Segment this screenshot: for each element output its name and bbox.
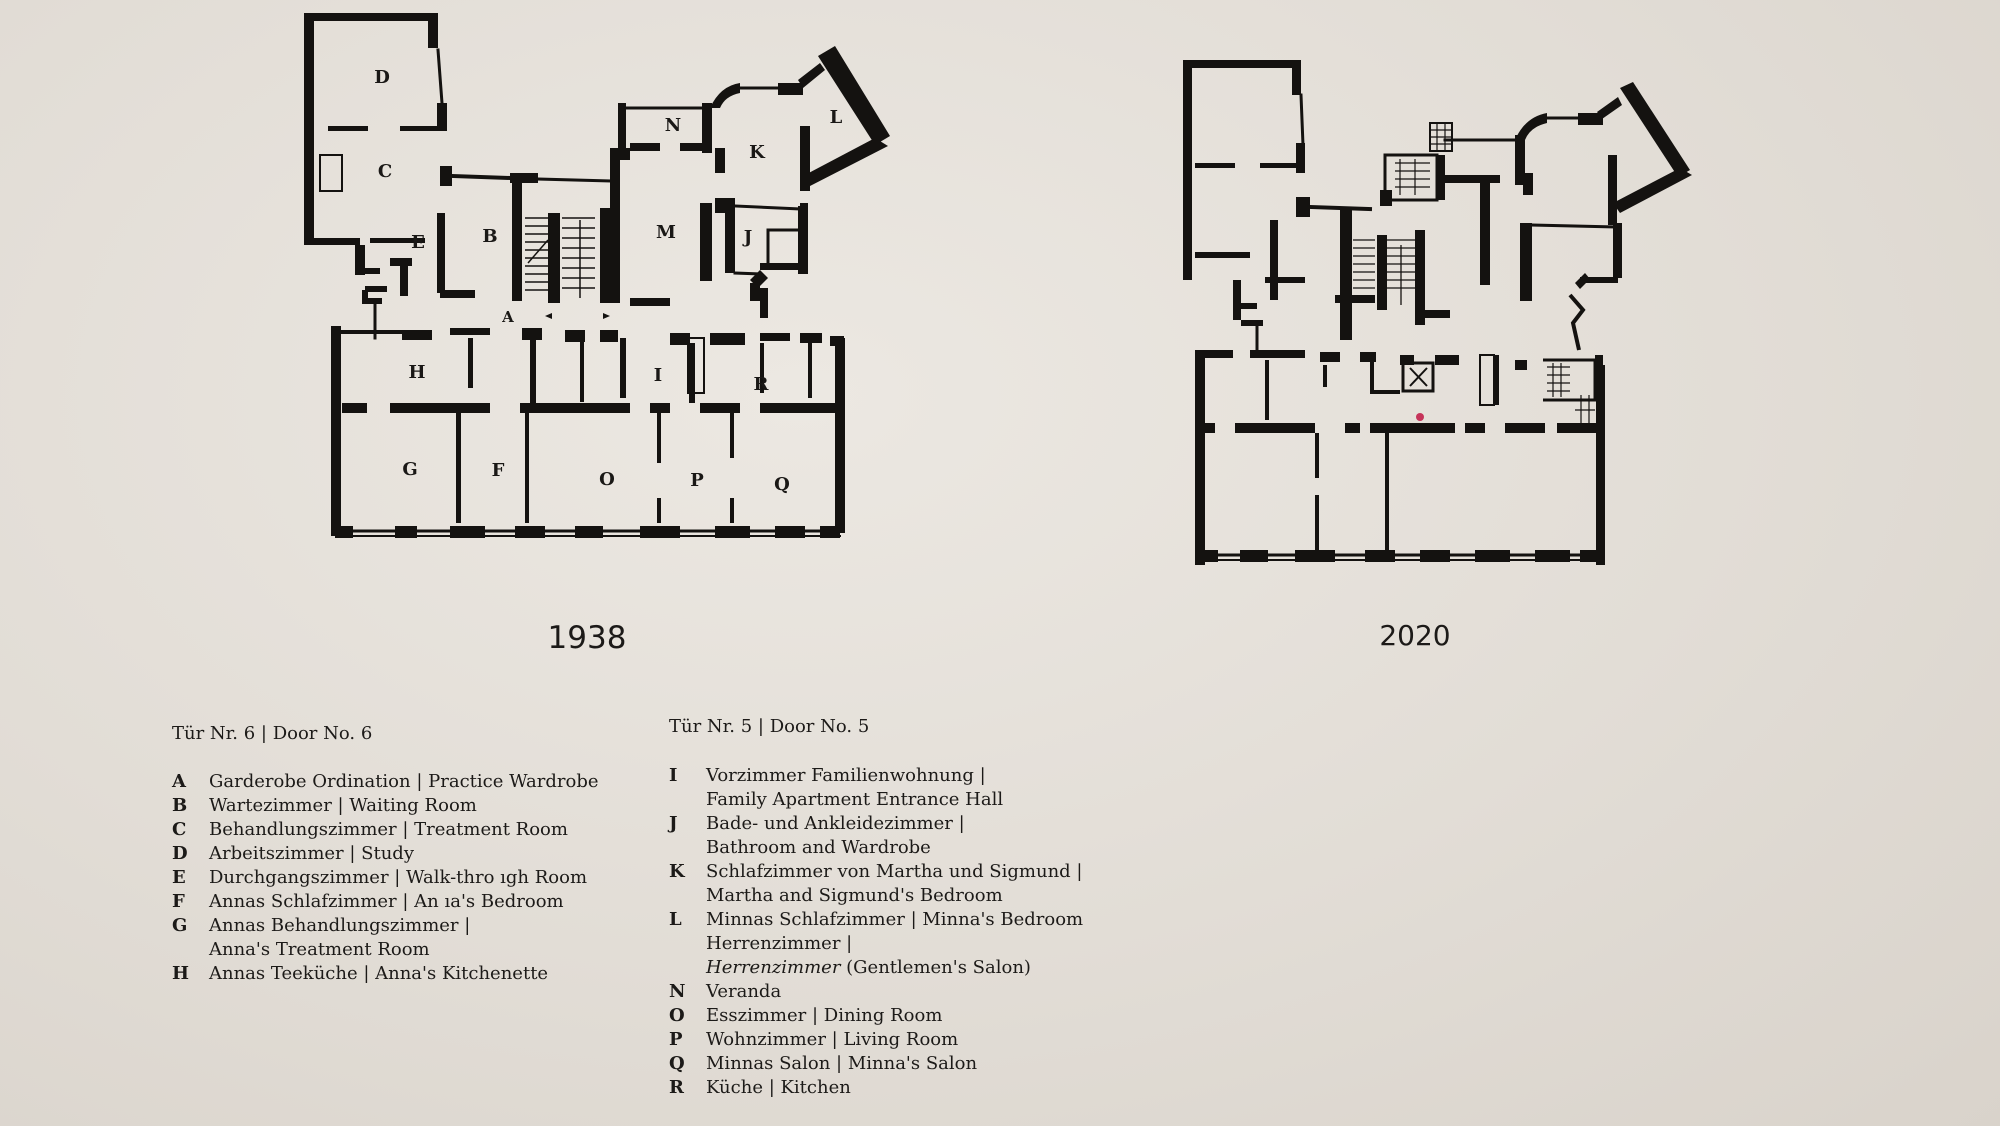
legend-key: K <box>669 861 685 882</box>
legend-key: C <box>172 819 187 840</box>
year-label-1938: 1938 <box>547 620 627 656</box>
room-letter: C <box>378 161 392 182</box>
legend-item: B Wartezimmer | Waiting Room <box>172 794 599 818</box>
room-letter: B <box>482 226 497 247</box>
legend-text: Wohnzimmer | Living Room <box>706 1029 959 1050</box>
legend-text: Behandlungszimmer | Treatment Room <box>209 819 568 840</box>
legend-text: Vorzimmer Familienwohnung | <box>706 765 986 786</box>
legend-text: Schlafzimmer von Martha und Sigmund | <box>706 861 1083 882</box>
legend-door-6: A Garderobe Ordination | Practice Wardrob… <box>172 770 599 986</box>
room-letter: F <box>492 460 505 481</box>
legend-text-line2: Martha and Sigmund's Bedroom <box>706 885 1003 906</box>
legend-text-line2: Bathroom and Wardrobe <box>706 837 931 858</box>
room-letter: J <box>742 227 753 248</box>
legend-item: F Annas Schlafzimmer | An ıa's Bedroom <box>172 890 599 914</box>
legend-key: B <box>172 795 188 816</box>
legend-text: Annas Schlafzimmer | An ıa's Bedroom <box>209 891 564 912</box>
legend-text-line2: Family Apartment Entrance Hall <box>706 789 1004 810</box>
legend-item: R Küche | Kitchen <box>669 1076 1083 1100</box>
room-letter: A <box>501 308 514 326</box>
room-letter: P <box>690 470 704 491</box>
legend-key: R <box>669 1077 684 1098</box>
legend-key: Q <box>669 1053 685 1074</box>
legend-item: H Annas Teeküche | Anna's Kitchenette <box>172 962 599 986</box>
legend-text-line3: Herrenzimmer (Gentlemen's Salon) <box>706 956 1083 980</box>
legend-item: A Garderobe Ordination | Practice Wardrob… <box>172 770 599 794</box>
legend-text: Veranda <box>706 981 782 1002</box>
room-letter: N <box>665 115 681 136</box>
year-label-2020: 2020 <box>1379 619 1451 652</box>
legend-text-line2: Anna's Treatment Room <box>209 939 430 960</box>
floor-plan-1938: A B C D E F G H I J K L M N O P Q R <box>304 13 890 538</box>
room-letter: M <box>656 222 676 243</box>
legend-key: J <box>669 813 678 834</box>
legend-key: N <box>669 981 686 1002</box>
legend-key: F <box>172 891 185 912</box>
legend-text: Minnas Schlafzimmer | Minna's Bedroom <box>706 909 1084 930</box>
room-letter: Q <box>774 474 790 495</box>
legend-item: G Annas Behandlungszimmer | Anna's Treatme… <box>172 914 599 962</box>
legend-text: Bade- und Ankleidezimmer | <box>706 813 965 834</box>
legend-text-line2: Herrenzimmer | <box>706 933 853 954</box>
legend-text: Annas Behandlungszimmer | <box>209 915 471 936</box>
legend-item: D Arbeitszimmer | Study <box>172 842 599 866</box>
floor-plan-2020 <box>1183 60 1692 565</box>
room-letter: L <box>830 107 843 128</box>
legend-text-rest: (Gentlemen's Salon) <box>840 957 1031 978</box>
room-letter: I <box>654 365 662 386</box>
legend-item: P Wohnzimmer | Living Room <box>669 1028 1083 1052</box>
legend-heading-door-6: Tür Nr. 6 | Door No. 6 <box>172 723 373 744</box>
legend-item: Q Minnas Salon | Minna's Salon <box>669 1052 1083 1076</box>
legend-text: Küche | Kitchen <box>706 1077 851 1098</box>
room-letter: O <box>599 469 615 490</box>
legend-item: E Durchgangszimmer | Walk-thro ıgh Room <box>172 866 599 890</box>
legend-key: D <box>172 843 188 864</box>
legend-key: A <box>172 771 186 792</box>
legend-key: I <box>669 765 678 786</box>
legend-text: Annas Teeküche | Anna's Kitchenette <box>209 963 549 984</box>
legend-item: O Esszimmer | Dining Room <box>669 1004 1083 1028</box>
legend-item: K Schlafzimmer von Martha und Sigmund | Ma… <box>669 860 1083 908</box>
legend-key: P <box>669 1029 683 1050</box>
legend-text: Arbeitszimmer | Study <box>209 843 414 864</box>
legend-text-italic: Herrenzimmer <box>706 957 841 978</box>
room-letter: R <box>754 374 770 395</box>
legend-text: Durchgangszimmer | Walk-thro ıgh Room <box>209 867 588 888</box>
legend-text: Minnas Salon | Minna's Salon <box>706 1053 978 1074</box>
room-letter: D <box>374 67 390 88</box>
room-letter: E <box>411 232 425 253</box>
legend-item: C Behandlungszimmer | Treatment Room <box>172 818 599 842</box>
legend-text: Wartezimmer | Waiting Room <box>209 795 477 816</box>
legend-item: N Veranda <box>669 980 1083 1004</box>
legend-door-5: I Vorzimmer Familienwohnung | Family Apart… <box>669 764 1083 1100</box>
legend-key: L <box>669 909 682 930</box>
legend-text: Garderobe Ordination | Practice Wardrobe <box>209 771 599 792</box>
legend-item: I Vorzimmer Familienwohnung | Family Apart… <box>669 764 1083 812</box>
legend-item: J Bade- und Ankleidezimmer | Bathroom and … <box>669 812 1083 860</box>
legend-key: O <box>669 1005 685 1026</box>
legend-heading-door-5: Tür Nr. 5 | Door No. 5 <box>669 716 870 737</box>
room-letter: H <box>408 362 425 383</box>
legend-text: Esszimmer | Dining Room <box>706 1005 943 1026</box>
legend-key: E <box>172 867 186 888</box>
legend-key: G <box>172 915 188 936</box>
legend-key: H <box>172 963 190 984</box>
room-letter: K <box>749 142 766 163</box>
room-letter: G <box>402 459 417 480</box>
